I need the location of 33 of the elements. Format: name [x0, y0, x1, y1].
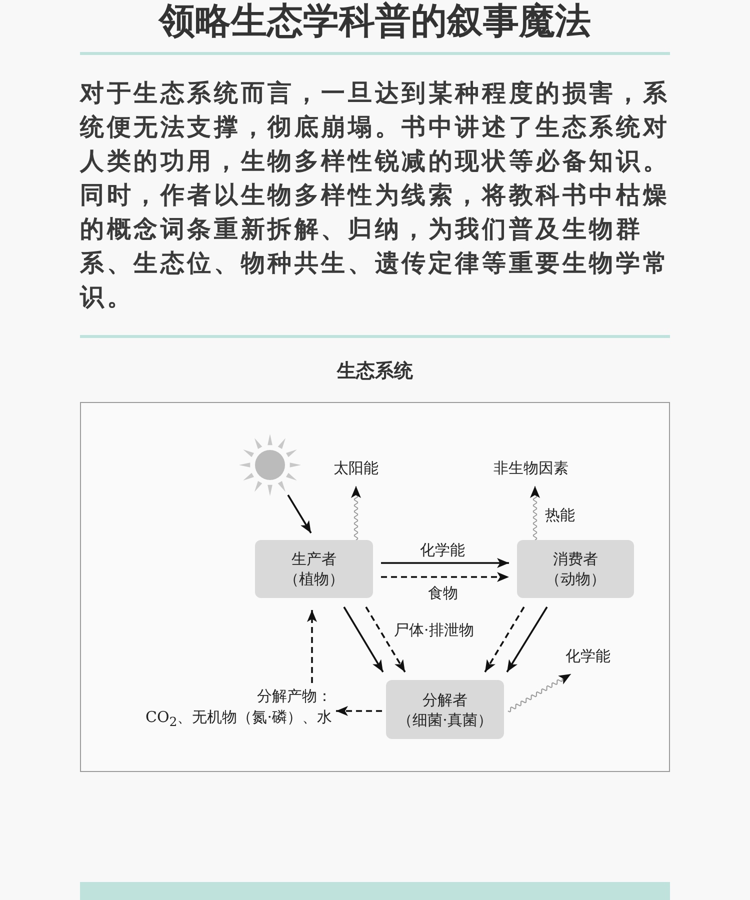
edge-label: 热能: [545, 505, 575, 525]
energy-label: 太阳能: [330, 458, 382, 482]
callout-text: 尸体·排泄物: [394, 621, 474, 640]
product-heading: 分解产物：: [256, 686, 332, 707]
arrow: [287, 494, 312, 534]
page-title: 领略生态学科普的叙事魔法: [157, 0, 592, 44]
process-box: [386, 680, 504, 739]
energy-label: 化学能: [561, 646, 615, 670]
dashed-arrow: [484, 606, 525, 672]
dashed-arrow: [336, 706, 382, 716]
wavy-arrow: [351, 486, 361, 540]
wavy-arrow: [530, 486, 540, 540]
node-title: 分解者: [422, 690, 468, 710]
body-paragraph: 对于生态系统而言，一旦达到某种程度的损害，系统便无法支撑，彻底崩塌。书中讲述了生态系统对人类的功用，生物多样性锐减的现状等必备知识。同时，作者以生物多样性为线索，将教科书中枯燥的概念词条重新拆解、归纳，为我们普及生物群系、生态位、物种共生、遗传定律等重要生物学常识。: [80, 78, 671, 313]
process-box: [255, 540, 373, 598]
edge-label: 化学能: [420, 540, 465, 560]
edge-label: 食物: [428, 583, 458, 603]
arrow: [506, 606, 548, 672]
node-subtitle: （植物）: [284, 569, 344, 589]
dashed-arrow: [381, 572, 509, 582]
product-list: CO$_{2}$、无机物（氮·磷）、水: [88, 707, 332, 732]
arrow: [343, 606, 384, 672]
node-title: 消费者: [553, 549, 598, 569]
node-subtitle: （细菌·真菌）: [398, 710, 492, 730]
process-box: [517, 540, 634, 598]
dashed-arrow: [307, 610, 317, 683]
node-title: 生产者: [292, 549, 336, 569]
diagram-heading: 生态系统: [336, 359, 414, 384]
factor-label: 非生物因素: [486, 458, 576, 482]
node-subtitle: （动物）: [546, 569, 606, 589]
dashed-arrow: [365, 606, 406, 672]
arrow: [381, 558, 509, 568]
wavy-arrow: [508, 674, 572, 712]
